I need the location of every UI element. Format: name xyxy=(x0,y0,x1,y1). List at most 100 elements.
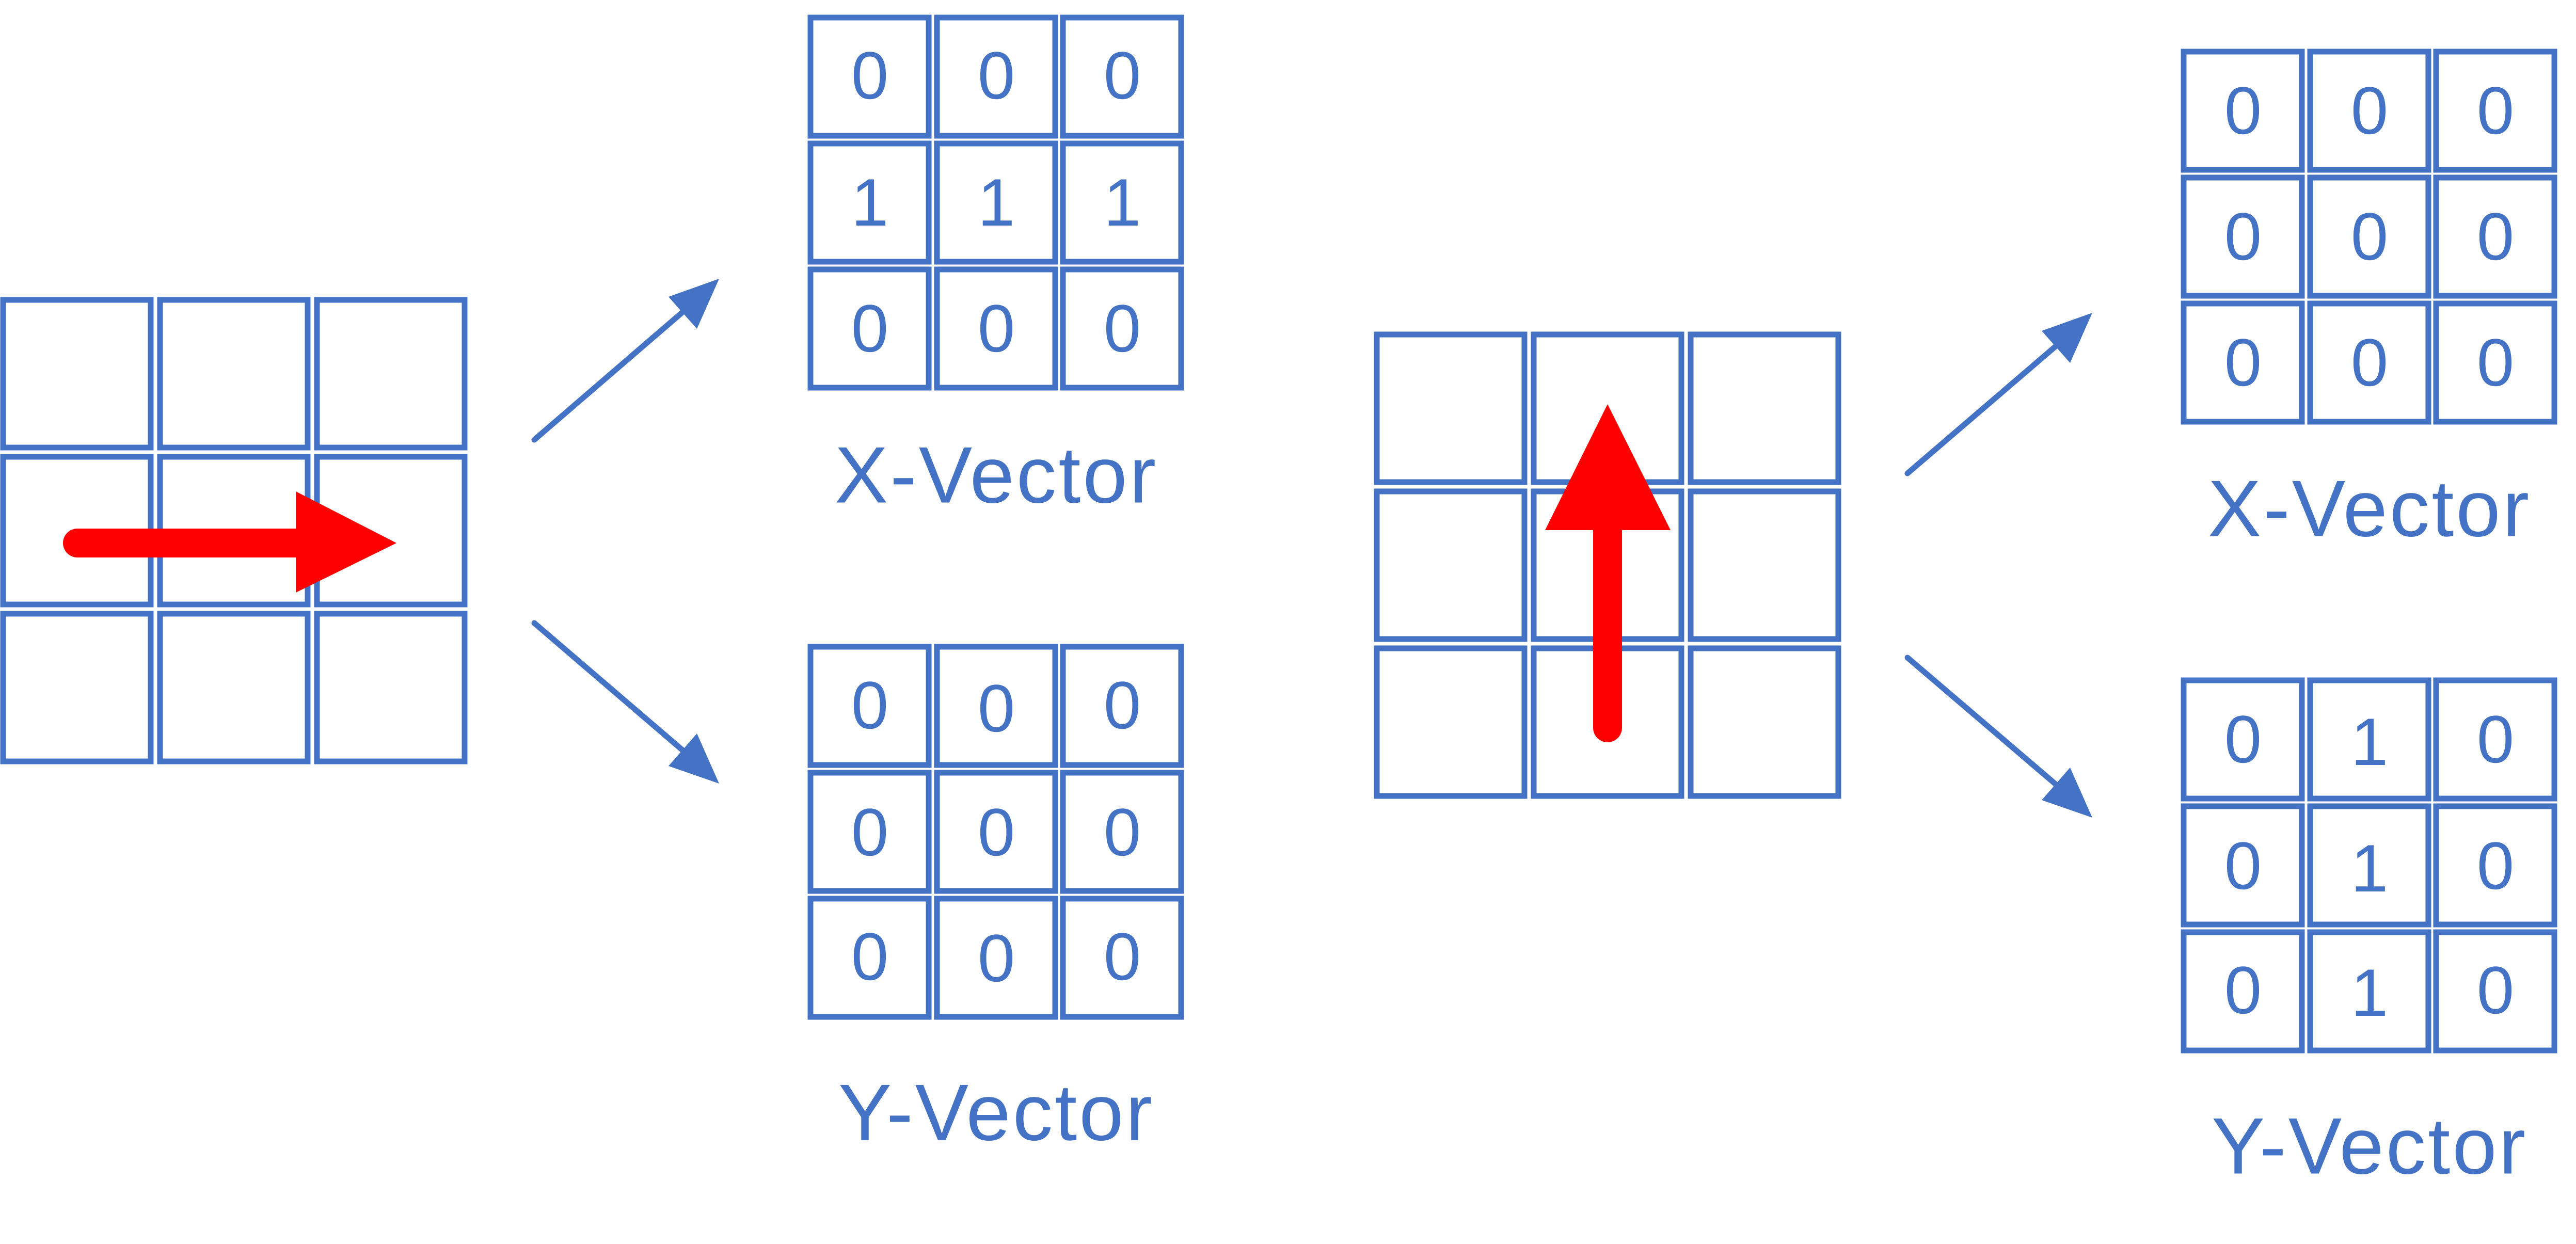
x-vector-cell xyxy=(2181,300,2305,425)
x-vector-value: 0 xyxy=(978,38,1015,113)
x-vector-value: 0 xyxy=(2477,73,2514,148)
y-vector-value: 0 xyxy=(978,671,1015,746)
input-cell xyxy=(1374,331,1528,485)
input-cell xyxy=(157,297,311,451)
y-vector-value: 0 xyxy=(1104,667,1141,743)
x-vector-cell xyxy=(934,266,1058,391)
y-vector-value: 0 xyxy=(2477,701,2514,777)
x-vector-cell xyxy=(2433,174,2557,299)
branch-arrow-to-y-vector xyxy=(531,620,719,784)
y-vector-cell xyxy=(807,644,932,768)
y-vector-value: 0 xyxy=(1104,919,1141,994)
x-vector-cell xyxy=(2433,300,2557,425)
y-vector-cell xyxy=(2181,677,2305,802)
branch-arrow-to-x-vector xyxy=(1904,313,2092,476)
y-vector-value: 0 xyxy=(2477,828,2514,903)
y-vector-value: 0 xyxy=(1104,794,1141,870)
y-vector-cell xyxy=(2433,677,2557,802)
y-vector-value: 0 xyxy=(2224,952,2262,1028)
input-cell xyxy=(314,611,468,764)
y-vector-value: 1 xyxy=(2351,831,2388,906)
x-vector-value: 0 xyxy=(851,291,888,366)
y-vector-cell xyxy=(1060,896,1184,1020)
motion-arrow-up xyxy=(1545,404,1671,742)
input-cell xyxy=(1688,645,1841,799)
x-vector-cell xyxy=(807,14,932,139)
y-vector-cell xyxy=(2307,803,2431,928)
y-vector-cell xyxy=(1060,644,1184,768)
input-cell xyxy=(0,297,154,451)
y-vector-cell xyxy=(1060,770,1184,894)
y-vector-value: 0 xyxy=(2224,701,2262,777)
x-vector-value: 0 xyxy=(1104,38,1141,113)
x-vector-value: 0 xyxy=(2224,325,2262,400)
input-cell xyxy=(1688,488,1841,642)
x-vector-cell xyxy=(2307,49,2431,173)
panel-horizontal-motion: 0 0 0 1 1 1 0 0 0 X-Vector 0 0 0 0 0 xyxy=(0,14,1184,1157)
y-vector-cell xyxy=(934,644,1058,768)
y-vector-cell xyxy=(2433,803,2557,928)
y-vector-value: 0 xyxy=(851,794,888,870)
y-vector-cell xyxy=(807,770,932,894)
x-vector-value: 0 xyxy=(2351,199,2388,274)
x-vector-value: 1 xyxy=(851,165,888,240)
x-vector-cell xyxy=(934,14,1058,139)
y-vector-value: 1 xyxy=(2351,704,2388,779)
y-vector-cell xyxy=(934,770,1058,894)
x-vector-value: 1 xyxy=(978,165,1015,240)
y-vector-value: 0 xyxy=(978,920,1015,996)
x-vector-cell xyxy=(2307,174,2431,299)
input-cell xyxy=(314,297,468,451)
y-vector-value: 1 xyxy=(2351,955,2388,1030)
x-vector-value: 0 xyxy=(2224,199,2262,274)
x-vector-grid-panel-1: 0 0 0 1 1 1 0 0 0 xyxy=(807,14,1184,391)
x-vector-cell xyxy=(2181,174,2305,299)
input-grid-horizontal xyxy=(0,297,468,764)
input-cell xyxy=(1374,488,1528,642)
y-vector-cell xyxy=(2181,929,2305,1054)
x-vector-value: 0 xyxy=(851,38,888,113)
y-vector-cell xyxy=(2307,929,2431,1054)
y-vector-grid-panel-2: 0 1 0 0 1 0 0 1 0 xyxy=(2181,677,2557,1054)
x-vector-cell xyxy=(807,266,932,391)
input-cell xyxy=(157,611,311,764)
y-vector-cell xyxy=(2307,677,2431,802)
x-vector-value: 0 xyxy=(2351,325,2388,400)
panel-vertical-motion: 0 0 0 0 0 0 0 0 0 X-Vector 0 1 0 0 1 xyxy=(1374,49,2557,1191)
y-vector-cell xyxy=(807,896,932,1020)
x-vector-label: X-Vector xyxy=(2208,464,2531,553)
input-cell xyxy=(1688,331,1841,485)
y-vector-label: Y-Vector xyxy=(838,1068,1154,1157)
y-vector-value: 0 xyxy=(2224,828,2262,903)
y-vector-value: 0 xyxy=(851,667,888,743)
y-vector-value: 0 xyxy=(851,919,888,994)
x-vector-cell xyxy=(1060,14,1184,139)
x-vector-label: X-Vector xyxy=(835,430,1158,520)
x-vector-value: 0 xyxy=(2477,325,2514,400)
x-vector-cell xyxy=(2433,49,2557,173)
y-vector-cell xyxy=(2433,929,2557,1054)
x-vector-value: 0 xyxy=(2351,73,2388,148)
x-vector-value: 0 xyxy=(978,291,1015,366)
x-vector-grid-panel-2: 0 0 0 0 0 0 0 0 0 xyxy=(2181,49,2557,425)
y-vector-cell xyxy=(934,896,1058,1020)
y-vector-label: Y-Vector xyxy=(2212,1102,2527,1191)
x-vector-value: 0 xyxy=(1104,291,1141,366)
input-cell xyxy=(1374,645,1528,799)
x-vector-cell xyxy=(1060,266,1184,391)
branch-arrow-to-x-vector xyxy=(531,279,719,443)
x-vector-cell xyxy=(2181,49,2305,173)
input-cell xyxy=(0,611,154,764)
x-vector-value: 1 xyxy=(1104,165,1141,240)
x-vector-cell xyxy=(1060,140,1184,265)
motion-arrow-right xyxy=(63,491,396,593)
x-vector-value: 0 xyxy=(2477,199,2514,274)
y-vector-cell xyxy=(2181,803,2305,928)
x-vector-cell xyxy=(2307,300,2431,425)
y-vector-value: 0 xyxy=(978,794,1015,870)
x-vector-cell xyxy=(934,140,1058,265)
x-vector-cell xyxy=(807,140,932,265)
x-vector-value: 0 xyxy=(2224,73,2262,148)
y-vector-grid-panel-1: 0 0 0 0 0 0 0 0 0 xyxy=(807,644,1184,1020)
